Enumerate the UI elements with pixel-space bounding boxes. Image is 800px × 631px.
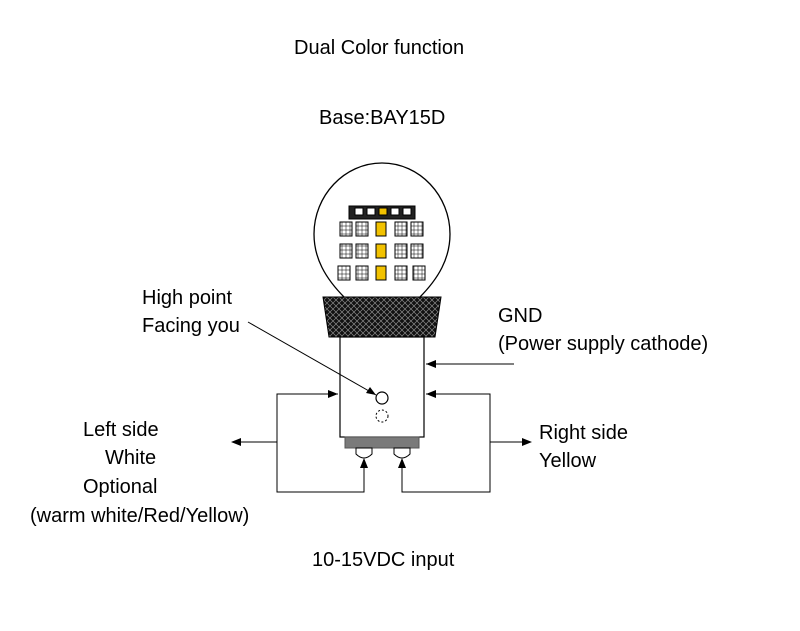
high-point-pointer bbox=[247, 321, 377, 396]
facing-you-label: Facing you bbox=[142, 315, 240, 337]
left-optional-label: Optional bbox=[83, 476, 158, 498]
left-circuit-wire bbox=[276, 393, 365, 493]
high-point-pin bbox=[375, 391, 389, 405]
gnd-description: (Power supply cathode) bbox=[498, 333, 709, 355]
left-arrowhead bbox=[231, 438, 241, 446]
right-side-label: Right side bbox=[539, 422, 628, 444]
left-contact bbox=[355, 447, 373, 459]
left-color-label: White bbox=[105, 447, 157, 469]
bulb-neck bbox=[322, 296, 442, 338]
base-label: Base:BAY15D bbox=[319, 107, 446, 129]
low-point-pin bbox=[375, 409, 389, 423]
diagram-title: Dual Color function bbox=[294, 37, 465, 59]
led-array bbox=[337, 205, 426, 281]
input-voltage-label: 10-15VDC input bbox=[312, 549, 455, 571]
gnd-arrowhead bbox=[426, 360, 436, 368]
left-side-label: Left side bbox=[83, 419, 159, 441]
right-circuit-wire bbox=[401, 393, 491, 493]
right-color-label: Yellow bbox=[539, 450, 597, 472]
left-options-list: (warm white/Red/Yellow) bbox=[30, 505, 250, 527]
high-point-label: High point bbox=[142, 287, 233, 309]
gnd-label: GND bbox=[498, 305, 543, 327]
right-arrowhead bbox=[522, 438, 532, 446]
base-insulator bbox=[344, 436, 420, 449]
right-contact bbox=[393, 447, 411, 459]
